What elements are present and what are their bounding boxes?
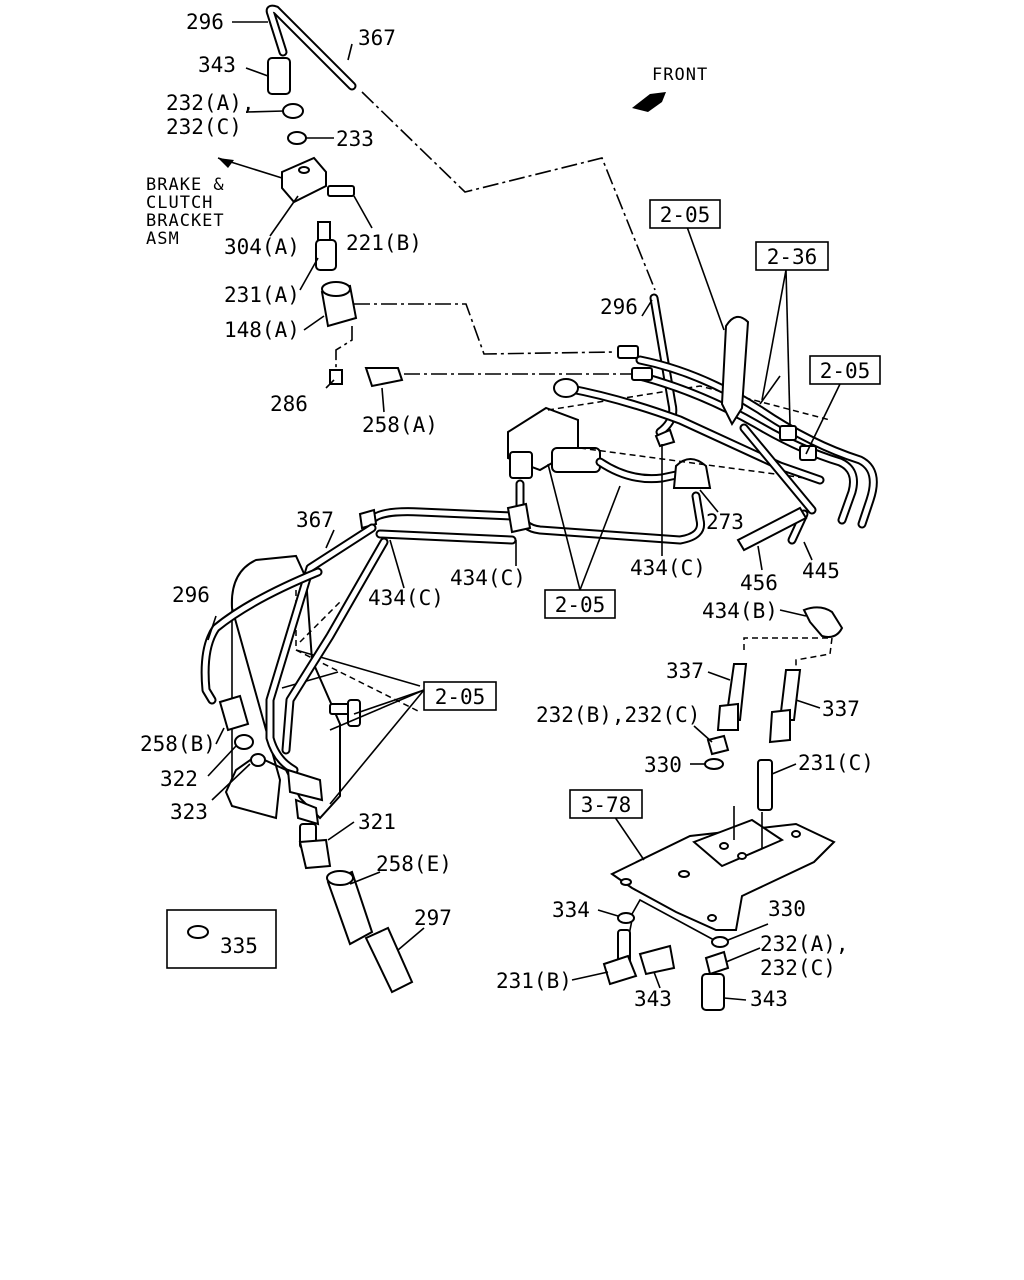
banjo-eye bbox=[553, 378, 579, 398]
fitting-258a bbox=[364, 367, 404, 388]
callout-297: 297 bbox=[414, 906, 452, 930]
bolt-221b bbox=[327, 185, 355, 197]
ref-box-236 bbox=[755, 241, 829, 271]
washer-330-mid bbox=[704, 758, 724, 770]
ref-box-205-top bbox=[649, 199, 721, 229]
callout-367-top: 367 bbox=[358, 26, 396, 50]
ref-205-center: 2-05 bbox=[555, 593, 606, 617]
notes: FRONT BRAKE & CLUTCH BRACKET ASM bbox=[146, 65, 708, 249]
fitting-321 bbox=[298, 838, 332, 870]
callouts: 296 367 343 232(A), 232(C) 233 304(A) 22… bbox=[140, 10, 874, 1011]
callout-445: 445 bbox=[802, 559, 840, 583]
callout-232bc: 232(B),232(C) bbox=[536, 703, 700, 727]
bracket-note-line-1: BRAKE & bbox=[146, 175, 225, 195]
nut-232bc bbox=[706, 734, 730, 756]
clip-2-05-top bbox=[720, 315, 750, 427]
callout-148a: 148(A) bbox=[224, 318, 300, 342]
washer-323 bbox=[250, 753, 266, 767]
callout-232c-top: 232(C) bbox=[166, 115, 242, 139]
hose-297 bbox=[364, 926, 414, 994]
callout-367-mid: 367 bbox=[296, 508, 334, 532]
callout-258b: 258(B) bbox=[140, 732, 216, 756]
bracket-note-line-4: ASM bbox=[146, 229, 180, 249]
callout-337-left: 337 bbox=[666, 659, 704, 683]
arrow-icon bbox=[218, 158, 234, 168]
o-ring-icon bbox=[187, 925, 209, 939]
legend-box-335 bbox=[166, 909, 277, 969]
callout-304a: 304(A) bbox=[224, 235, 300, 259]
callout-273: 273 bbox=[706, 510, 744, 534]
ref-205-right: 2-05 bbox=[820, 359, 871, 383]
washer-233 bbox=[287, 131, 307, 145]
clip-434c-right bbox=[654, 428, 676, 448]
callout-232c-low: 232(C) bbox=[760, 956, 836, 980]
callout-322: 322 bbox=[160, 767, 198, 791]
callout-232a-top: 232(A), bbox=[166, 91, 255, 115]
callout-337-right: 337 bbox=[822, 697, 860, 721]
ref-236: 2-36 bbox=[767, 245, 818, 269]
spacer-258b bbox=[218, 694, 250, 732]
washer-330-low bbox=[711, 936, 729, 948]
callout-231c: 231(C) bbox=[798, 751, 874, 775]
callout-434c-mid: 434(C) bbox=[450, 566, 526, 590]
spacer-343-top bbox=[267, 57, 291, 95]
bracket-304a bbox=[281, 156, 327, 204]
nut-232-top bbox=[282, 103, 304, 119]
callout-296-left: 296 bbox=[172, 583, 210, 607]
front-arrow-icon bbox=[632, 92, 666, 112]
clip-434c-mid bbox=[506, 502, 532, 534]
callout-335: 335 bbox=[220, 934, 258, 958]
callout-296-mid: 296 bbox=[600, 295, 638, 319]
callout-321: 321 bbox=[358, 810, 396, 834]
callout-296-top: 296 bbox=[186, 10, 224, 34]
callout-330-low: 330 bbox=[768, 897, 806, 921]
callout-258e: 258(E) bbox=[376, 852, 452, 876]
callout-434b: 434(B) bbox=[702, 599, 778, 623]
callout-231a: 231(A) bbox=[224, 283, 300, 307]
callout-330-mid: 330 bbox=[644, 753, 682, 777]
bracket-note-line-3: BRACKET bbox=[146, 211, 225, 231]
section-refs: 2-05 2-36 2-05 2-05 2-05 3-78 bbox=[423, 199, 881, 819]
front-label: FRONT bbox=[652, 65, 708, 85]
ref-box-378 bbox=[569, 789, 643, 819]
ref-box-205-right bbox=[809, 355, 881, 385]
callout-232a-low: 232(A), bbox=[760, 932, 849, 956]
fitting-321-lower bbox=[286, 768, 324, 802]
callout-323: 323 bbox=[170, 800, 208, 824]
bracket-note-line-2: CLUTCH bbox=[146, 193, 213, 213]
ref-box-205-left bbox=[423, 681, 497, 711]
drawing-linework bbox=[166, 4, 878, 1011]
bolt-frame bbox=[347, 699, 361, 727]
callout-231b: 231(B) bbox=[496, 969, 572, 993]
callout-343-low-right: 343 bbox=[750, 987, 788, 1011]
pipe-337-right bbox=[778, 669, 802, 721]
washer-334 bbox=[617, 912, 635, 924]
callout-221b: 221(B) bbox=[346, 231, 422, 255]
callout-434c-left: 434(C) bbox=[368, 586, 444, 610]
spacer-343-low-right bbox=[701, 973, 725, 1011]
callout-434c-right: 434(C) bbox=[630, 556, 706, 580]
nut-232-low bbox=[704, 950, 730, 976]
ref-205-left: 2-05 bbox=[435, 685, 486, 709]
callout-456: 456 bbox=[740, 571, 778, 595]
callout-286: 286 bbox=[270, 392, 308, 416]
callout-258a: 258(A) bbox=[362, 413, 438, 437]
callout-343-low-left: 343 bbox=[634, 987, 672, 1011]
clip-434b bbox=[802, 606, 844, 638]
boot-273 bbox=[672, 458, 712, 489]
ref-box-205-center bbox=[544, 589, 616, 619]
spacer-343-low bbox=[638, 944, 676, 976]
bolt-231c bbox=[757, 759, 773, 811]
hose-456 bbox=[736, 506, 808, 552]
callout-343-top: 343 bbox=[198, 53, 236, 77]
callout-233: 233 bbox=[336, 127, 374, 151]
ref-205-top: 2-05 bbox=[660, 203, 711, 227]
nut-322 bbox=[234, 734, 254, 750]
ref-378: 3-78 bbox=[581, 793, 632, 817]
callout-334: 334 bbox=[552, 898, 590, 922]
